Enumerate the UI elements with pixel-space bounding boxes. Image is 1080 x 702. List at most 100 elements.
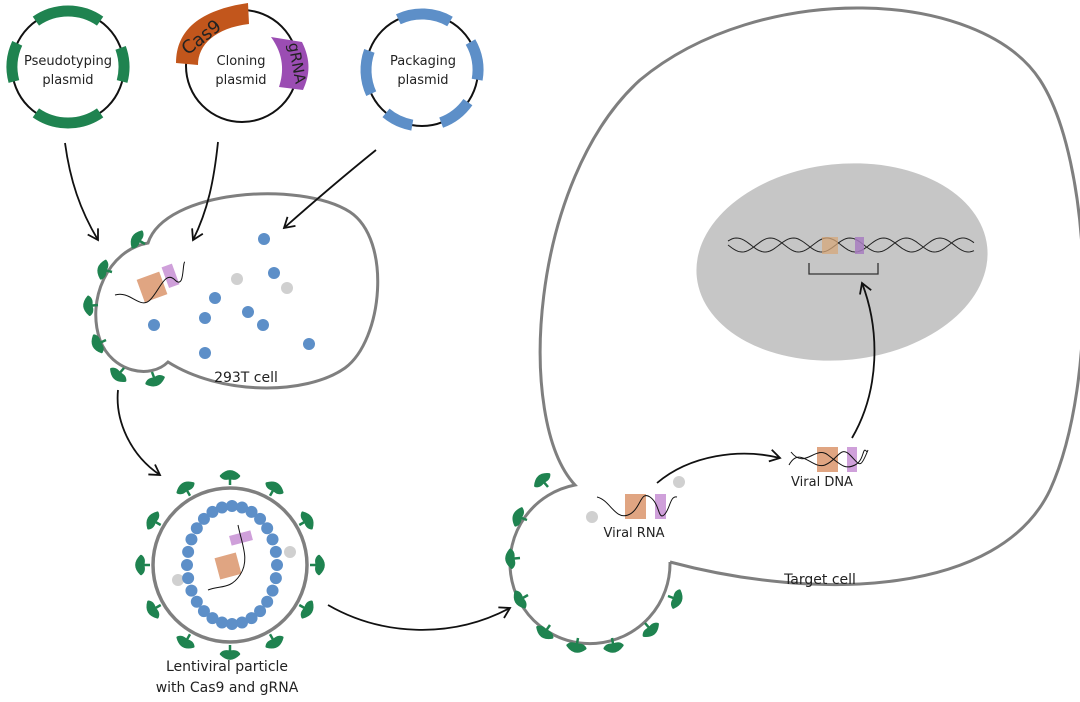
capsid-protein bbox=[190, 595, 203, 608]
capsid-protein bbox=[266, 584, 279, 597]
capsid-protein bbox=[269, 545, 282, 558]
producer-cell-membrane bbox=[94, 192, 380, 390]
envelope-glycoprotein bbox=[310, 554, 325, 576]
pseudotyping-gene-segment bbox=[115, 45, 130, 83]
capsid-protein bbox=[185, 533, 198, 546]
envelope-glycoprotein bbox=[91, 334, 107, 354]
capsid-protein bbox=[226, 500, 238, 512]
particle-viral-genome bbox=[207, 524, 253, 591]
accessory-protein bbox=[284, 546, 296, 558]
particle-label-line1: Lentiviral particle bbox=[166, 659, 288, 675]
packaging-gene-segment bbox=[439, 98, 473, 128]
producer-cell-label: 293T cell bbox=[214, 370, 278, 386]
capsid-protein bbox=[261, 522, 274, 535]
envelope-glycoprotein bbox=[642, 622, 659, 637]
capsid-protein bbox=[215, 501, 228, 514]
dna-strand bbox=[727, 237, 975, 253]
capsid-protein bbox=[254, 605, 267, 618]
envelope-glycoprotein bbox=[513, 590, 529, 609]
envelope-glycoprotein bbox=[97, 259, 113, 280]
capsid-protein bbox=[181, 559, 193, 571]
capsid-protein bbox=[206, 505, 219, 518]
capsid-protein bbox=[215, 616, 228, 629]
capsid-protein bbox=[254, 512, 267, 525]
pseudotyping-plasmid-label-line1: Pseudotyping bbox=[24, 54, 112, 69]
nucleus bbox=[696, 163, 988, 361]
envelope-glycoprotein bbox=[219, 645, 241, 660]
capsid-protein bbox=[269, 572, 282, 585]
capsid-protein bbox=[266, 533, 279, 546]
arrow-cloning-to-cell bbox=[191, 141, 219, 242]
viral-rna-label: Viral RNA bbox=[604, 526, 665, 541]
packaging-gene-segment bbox=[360, 48, 377, 96]
cloning-plasmid-label-line1: Cloning bbox=[217, 54, 266, 69]
envelope-glycoprotein bbox=[298, 511, 314, 530]
producer-viral-genome bbox=[114, 261, 186, 304]
envelope-glycoprotein bbox=[219, 470, 241, 485]
capsid-protein bbox=[245, 505, 258, 518]
envelope-glycoprotein bbox=[265, 481, 284, 497]
capsid-protein bbox=[199, 312, 211, 324]
genomic-dna-helix bbox=[727, 237, 975, 253]
capsid-protein bbox=[271, 559, 283, 571]
integration-bracket bbox=[808, 263, 879, 275]
packaging-gene-segment bbox=[396, 8, 453, 27]
envelope-glycoprotein bbox=[534, 473, 551, 488]
integrated-grna-segment bbox=[855, 237, 864, 254]
capsid-protein bbox=[182, 545, 195, 558]
packaging-plasmid-label-line1: Packaging bbox=[390, 54, 456, 69]
pseudotyping-plasmid-label-line2: plasmid bbox=[42, 73, 93, 88]
capsid-protein bbox=[303, 338, 315, 350]
envelope-glycoprotein bbox=[176, 481, 195, 497]
envelope-glycoprotein bbox=[505, 548, 521, 570]
capsid-protein bbox=[148, 319, 160, 331]
viral-dna-label: Viral DNA bbox=[791, 475, 853, 490]
capsid-protein bbox=[206, 612, 219, 625]
envelope-glycoprotein bbox=[83, 295, 99, 317]
capsid-protein bbox=[185, 584, 198, 597]
envelope-glycoprotein bbox=[566, 637, 587, 653]
capsid-protein bbox=[199, 347, 211, 359]
envelope-glycoprotein bbox=[512, 507, 528, 527]
arrow-cell-to-particle bbox=[116, 389, 162, 476]
capsid-protein bbox=[242, 306, 254, 318]
accessory-protein bbox=[231, 273, 243, 285]
envelope-glycoprotein bbox=[146, 600, 162, 619]
envelope-glycoprotein bbox=[176, 633, 195, 649]
viral-dna bbox=[788, 447, 869, 472]
envelope-glycoprotein bbox=[265, 633, 284, 649]
capsid-protein bbox=[257, 319, 269, 331]
envelope-glycoprotein bbox=[130, 230, 146, 249]
capsid-protein bbox=[209, 292, 221, 304]
capsid-protein bbox=[197, 605, 210, 618]
capsid-protein bbox=[197, 512, 210, 525]
capsid-protein bbox=[258, 233, 270, 245]
particle-label-line2: with Cas9 and gRNA bbox=[156, 680, 299, 696]
packaging-plasmid-label-line2: plasmid bbox=[397, 73, 448, 88]
envelope-glycoprotein bbox=[145, 371, 165, 387]
grna-gene-segment bbox=[271, 37, 309, 90]
arrow-dna-to-genome bbox=[851, 281, 876, 439]
envelope-glycoprotein bbox=[667, 589, 683, 609]
envelope-glycoprotein bbox=[298, 600, 314, 619]
accessory-protein bbox=[586, 511, 598, 523]
integrated-cas9-segment bbox=[822, 237, 838, 254]
pseudotyping-gene-segment bbox=[32, 5, 104, 26]
capsid-protein bbox=[245, 612, 258, 625]
viral-rna-genome bbox=[596, 494, 678, 519]
packaging-gene-segment bbox=[382, 108, 414, 131]
target-cell-label: Target cell bbox=[783, 572, 856, 588]
capsid-protein bbox=[236, 501, 249, 514]
envelope-glycoprotein bbox=[536, 624, 554, 640]
arrow-packaging-to-cell bbox=[282, 149, 377, 230]
capsid-protein bbox=[182, 572, 195, 585]
envelope-glycoprotein bbox=[110, 367, 127, 382]
arrow-rna-to-dna bbox=[656, 449, 782, 484]
pseudotyping-gene-segment bbox=[32, 108, 104, 129]
pseudotyping-gene-segment bbox=[6, 41, 23, 83]
capsid-protein bbox=[261, 595, 274, 608]
accessory-protein bbox=[281, 282, 293, 294]
capsid-protein bbox=[236, 616, 249, 629]
